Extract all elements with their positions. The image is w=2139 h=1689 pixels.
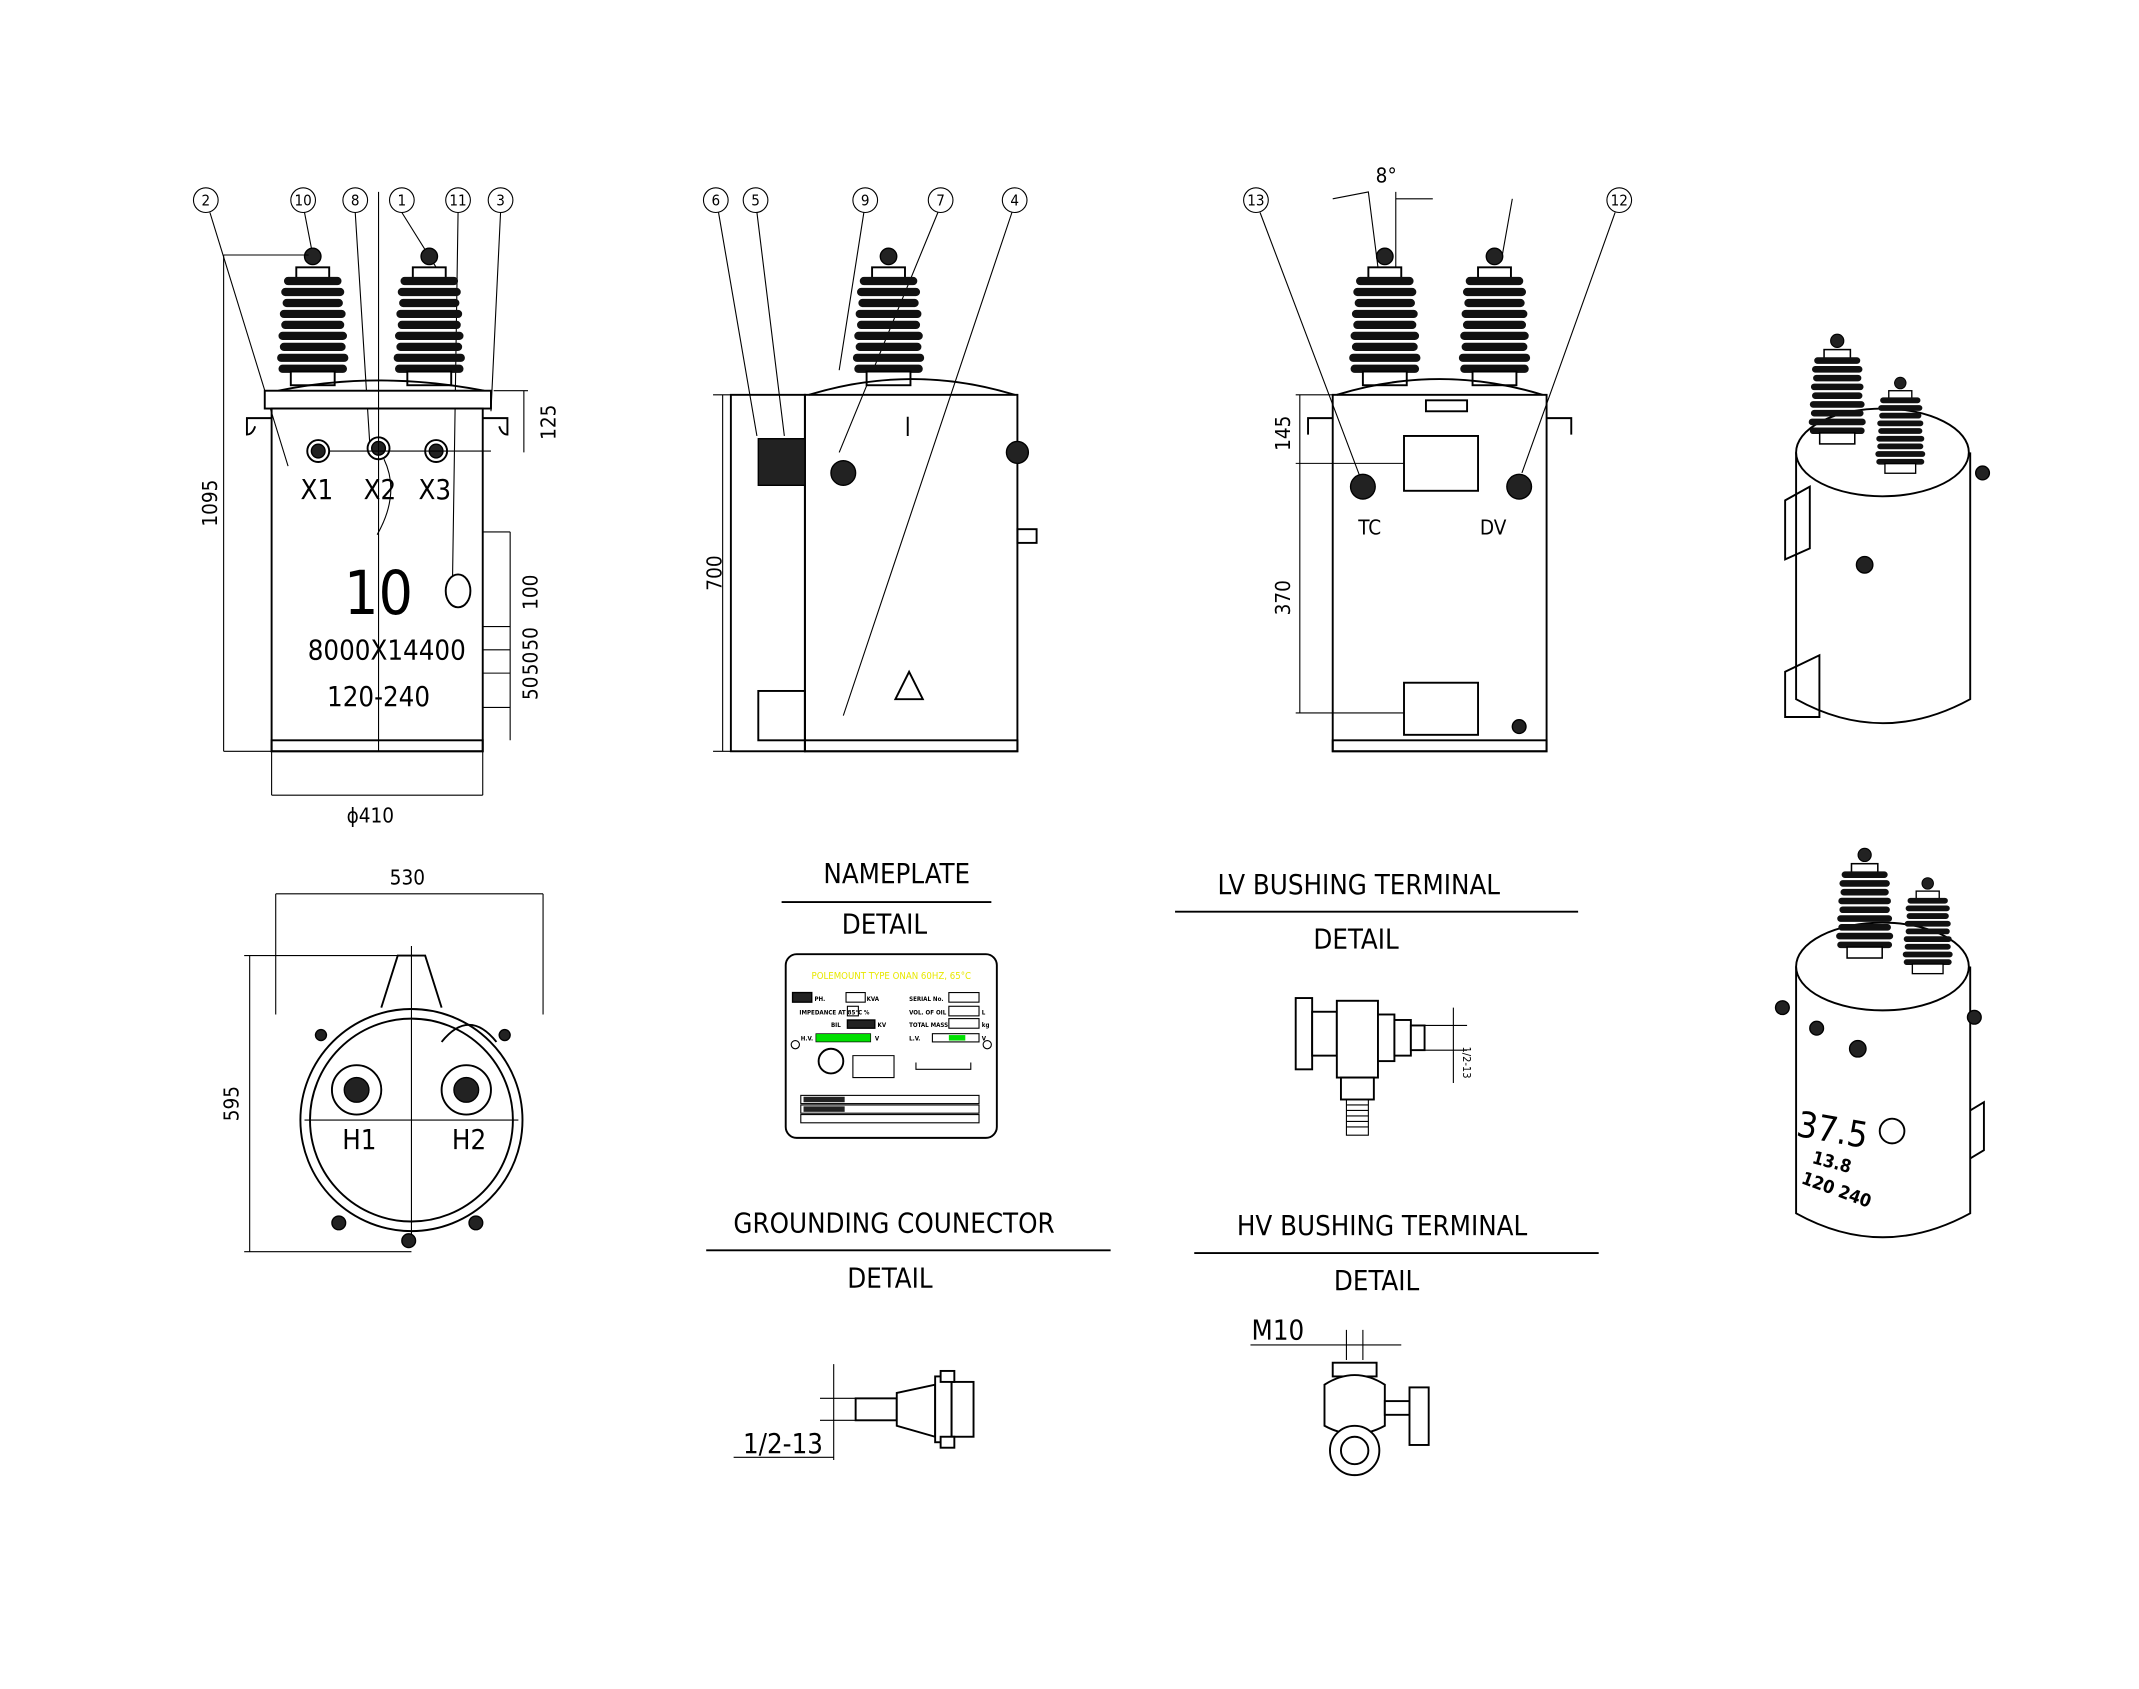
- lv-detail-subtitle: DETAIL: [1313, 925, 1399, 956]
- callout-11: 11: [449, 192, 466, 210]
- dim-depth-595: 595: [220, 1086, 244, 1121]
- np-serial: SERIAL No.: [909, 996, 943, 1003]
- hv-detail-subtitle: DETAIL: [1334, 1266, 1420, 1297]
- top-view: H1 H2 530 595: [220, 865, 544, 1253]
- iso-view-bottom: 37.5 13.8 120 240: [1774, 848, 1985, 1239]
- grounding-connector-detail: GROUNDING COUNECTOR DETAIL 1/2-13: [706, 1208, 1111, 1460]
- terminal-h2: H2: [452, 1125, 486, 1156]
- np-lv-unit: V: [982, 1036, 987, 1043]
- nameplate-title: NAMEPLATE: [823, 859, 970, 890]
- rear-view: 13 12 8° TC DV 145 370: [1243, 163, 1633, 753]
- lv-detail-title: LV BUSHING TERMINAL: [1217, 870, 1500, 901]
- dim-width-530: 530: [390, 865, 425, 889]
- dim-spacing-100: 100: [519, 575, 543, 610]
- np-mass: TOTAL MASS: [909, 1022, 948, 1029]
- np-mass-unit: kg: [982, 1022, 990, 1029]
- hv-voltage: 8000X14400: [308, 635, 466, 666]
- grounding-dim: 1/2-13: [743, 1429, 823, 1460]
- np-oil-unit: L: [982, 1009, 986, 1016]
- lv-voltage: 120-240: [327, 682, 430, 713]
- callout-9: 9: [861, 192, 870, 210]
- angle-label: 8°: [1376, 163, 1397, 187]
- dim-cover: 125: [536, 405, 560, 440]
- callout-1: 1: [398, 192, 407, 210]
- callout-5: 5: [751, 192, 760, 210]
- callout-13: 13: [1247, 192, 1264, 210]
- front-view: 2 10 8 1 11 3 X1 X2 X3 10 8000X14400 120…: [192, 187, 560, 828]
- lv-dim: 1/2-13: [1460, 1047, 1473, 1079]
- kva-rating: 10: [344, 559, 413, 629]
- terminal-x2: X2: [364, 475, 397, 506]
- dim-145: 145: [1271, 416, 1295, 451]
- callout-4: 4: [1010, 192, 1019, 210]
- terminal-x3: X3: [418, 475, 451, 506]
- np-lv: L.V.: [909, 1036, 920, 1043]
- lv-bushing-detail: LV BUSHING TERMINAL DETAIL 1/2-13: [1175, 870, 1579, 1136]
- np-hv: H.V.: [801, 1036, 813, 1043]
- hv-bushing-detail: HV BUSHING TERMINAL DETAIL M10: [1194, 1211, 1599, 1477]
- np-pct: %: [864, 1009, 870, 1016]
- callout-12: 12: [1611, 192, 1628, 210]
- np-oil: VOL. OF OIL: [909, 1009, 947, 1016]
- hv-dim: M10: [1252, 1315, 1305, 1346]
- callout-3: 3: [496, 192, 505, 210]
- callout-6: 6: [711, 192, 720, 210]
- terminal-h1: H1: [342, 1125, 376, 1156]
- np-kva: KVA: [867, 996, 880, 1003]
- iso-rating: 37.5: [1794, 1104, 1871, 1157]
- dim-diameter: ϕ410: [347, 804, 394, 828]
- np-ph: PH.: [815, 996, 826, 1003]
- side-view: 6 5 9 7 4 700: [702, 187, 1038, 753]
- drain-valve-label: DV: [1480, 516, 1507, 540]
- dim-spacing-50c: 50: [519, 676, 543, 700]
- callout-8: 8: [351, 192, 360, 210]
- dim-height: 1095: [198, 480, 222, 527]
- dim-370: 370: [1271, 580, 1295, 615]
- np-bil: BIL: [831, 1022, 841, 1029]
- grounding-title: GROUNDING COUNECTOR: [733, 1208, 1054, 1239]
- np-hv-unit: V: [875, 1036, 880, 1043]
- nameplate-subtitle: DETAIL: [842, 910, 928, 941]
- callout-2: 2: [201, 192, 210, 210]
- iso-view-top: [1784, 334, 1991, 725]
- callout-7: 7: [936, 192, 945, 210]
- grounding-subtitle: DETAIL: [847, 1263, 933, 1294]
- callouts-front: 2 10 8 1 11 3: [192, 187, 514, 576]
- np-kv: KV: [878, 1022, 887, 1029]
- np-impedance: IMPEDANCE AT 85°C: [799, 1008, 862, 1016]
- hv-detail-title: HV BUSHING TERMINAL: [1237, 1211, 1528, 1242]
- dim-spacing-50b: 50: [519, 652, 543, 676]
- tap-changer-label: TC: [1357, 516, 1381, 540]
- dim-height-700: 700: [702, 555, 726, 590]
- terminal-x1: X1: [301, 475, 334, 506]
- nameplate-header: POLEMOUNT TYPE ONAN 60HZ, 65°C: [812, 971, 972, 982]
- nameplate-detail: NAMEPLATE DETAIL POLEMOUNT TYPE ONAN 60H…: [781, 859, 998, 1139]
- dim-spacing-50a: 50: [519, 627, 543, 651]
- callout-10: 10: [295, 192, 312, 210]
